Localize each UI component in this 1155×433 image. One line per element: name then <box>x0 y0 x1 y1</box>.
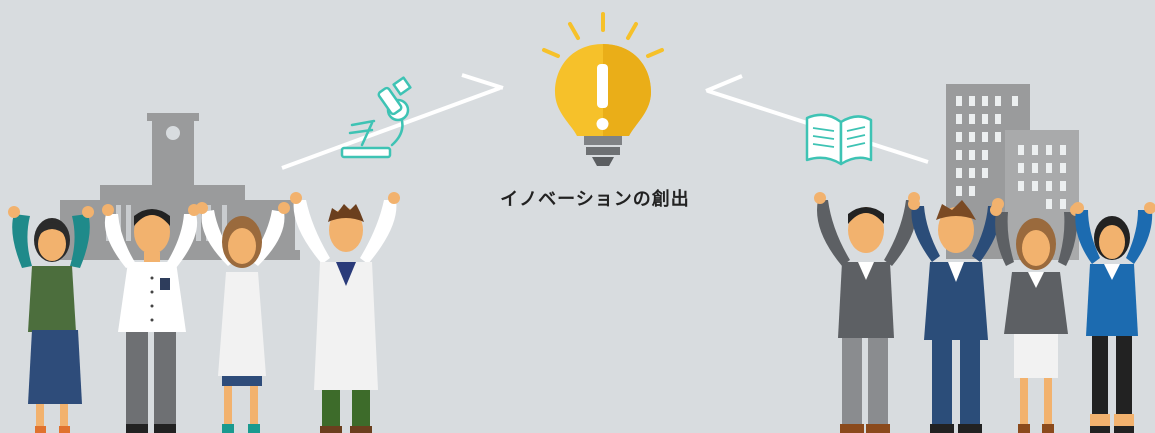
person-woman-lab-coat <box>196 202 290 433</box>
person-woman-gray-jacket <box>990 204 1082 433</box>
lightbulb-icon <box>544 14 662 166</box>
person-man-gray-suit <box>814 192 920 433</box>
innovation-caption: イノベーションの創出 <box>465 185 725 211</box>
person-man-white-shirt <box>102 204 200 433</box>
person-man-blue-suit <box>908 198 1004 433</box>
open-book-icon <box>807 115 871 164</box>
person-man-lab-coat <box>290 192 400 433</box>
person-woman-blue-top <box>1072 202 1155 433</box>
person-woman-green-top <box>8 206 94 433</box>
microscope-icon <box>342 78 410 157</box>
left-arrow-line <box>282 75 503 168</box>
